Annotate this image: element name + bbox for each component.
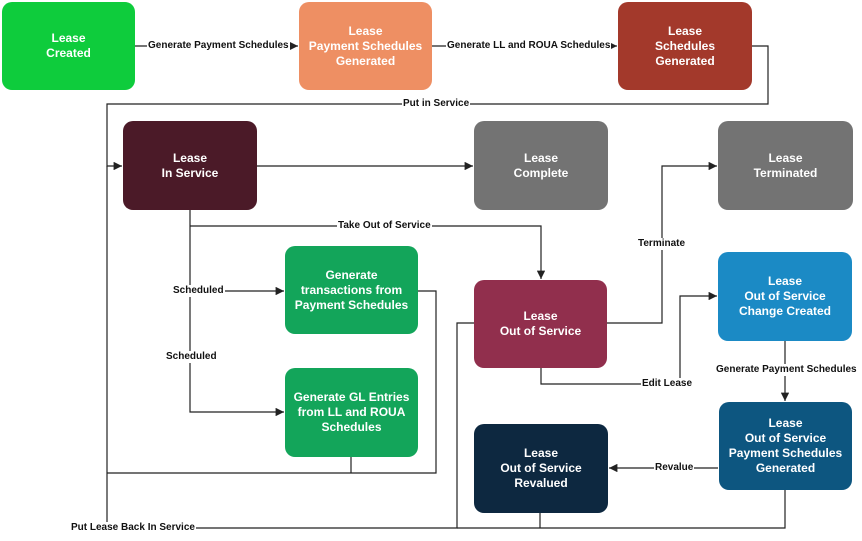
node-label: Lease <box>51 31 86 45</box>
edge-put-back-in-service <box>457 490 786 529</box>
node-label: Schedules <box>321 420 382 434</box>
node-label: Created <box>46 46 91 60</box>
node-label: Payment Schedules <box>728 446 843 460</box>
node-label: Payment Schedules <box>294 297 409 312</box>
node-label: Lease <box>667 23 703 38</box>
node-label: In Service <box>161 165 219 180</box>
edge-label-put-in-service: Put in Service <box>402 98 471 110</box>
node-label: Change Created <box>738 304 832 318</box>
node-label: Lease <box>768 416 803 430</box>
node-label: Lease <box>523 446 558 460</box>
edge-transactions-return <box>107 290 437 474</box>
edge-label-scheduled-1: Scheduled <box>172 285 225 297</box>
edge-oos-left <box>107 322 474 529</box>
node-label: Revalued <box>514 476 568 490</box>
node-label: Lease <box>348 23 383 38</box>
node-label: Lease <box>768 150 803 165</box>
node-label: Out of Service <box>744 289 826 303</box>
node-label: Payment Schedules <box>308 38 423 53</box>
edge-label-revalue: Revalue <box>654 462 695 474</box>
node-label: Generated <box>335 53 396 68</box>
node-label: Schedules <box>654 38 716 53</box>
node-label: Generate <box>325 267 378 282</box>
edge-scheduled-gl <box>189 291 284 417</box>
node-label: Generate GL Entries <box>293 390 410 404</box>
node-label: Terminated <box>753 165 818 180</box>
edge-label-edit-lease: Edit Lease <box>641 378 694 390</box>
node-label: from LL and ROUA <box>297 405 406 419</box>
node-label: Complete <box>513 165 569 180</box>
node-label: Out of Service <box>500 461 582 475</box>
edge-label-generate-payment-schedules: Generate Payment Schedules <box>147 40 290 52</box>
edge-label-put-lease-back-in-service: Put Lease Back In Service <box>70 522 196 534</box>
node-label: Out of Service <box>499 324 582 338</box>
edge-label-take-out-of-service: Take Out of Service <box>337 220 432 232</box>
node-label: Lease <box>767 274 803 288</box>
edge-label-terminate: Terminate <box>637 238 687 250</box>
node-label: Generated <box>655 53 715 68</box>
node-label: Lease <box>523 150 559 165</box>
node-label: Out of Service <box>744 431 827 445</box>
edge-take-out-of-service <box>190 225 546 279</box>
node-label: transactions from <box>300 282 403 297</box>
node-label: Lease <box>172 150 207 165</box>
node-label: Generated <box>755 461 816 475</box>
edge-scheduled-transactions <box>189 210 284 296</box>
node-label: Lease <box>523 309 558 323</box>
edge-label-generate-payment-schedules-2: Generate Payment Schedules <box>715 364 858 376</box>
edge-label-scheduled-2: Scheduled <box>165 351 218 363</box>
edge-label-generate-ll-roua: Generate LL and ROUA Schedules <box>446 40 612 52</box>
